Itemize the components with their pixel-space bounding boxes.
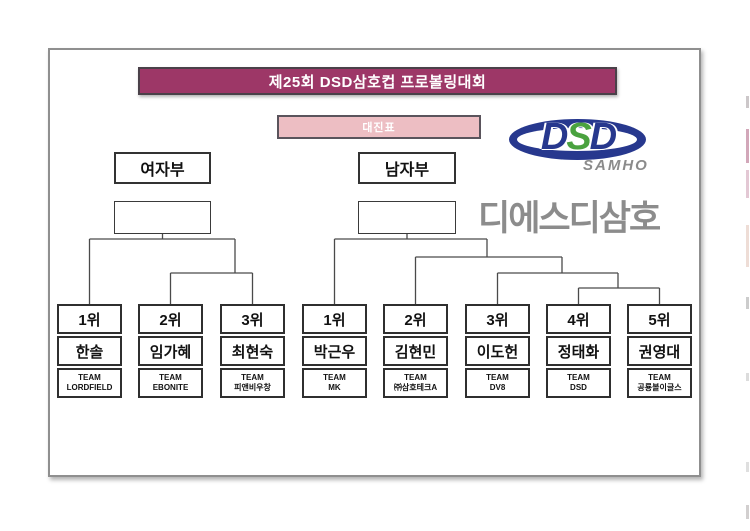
division-women-winner-slot <box>114 201 211 234</box>
team-cell: TEAM MK <box>302 368 367 398</box>
entry-box: 1위 박근우 TEAM MK <box>302 304 367 398</box>
company-name: 디에스디삼호 <box>478 199 661 238</box>
team-cell: TEAM ㈜삼호테크A <box>383 368 448 398</box>
dsd-logo-letters: DSD <box>506 114 650 160</box>
team-cell: TEAM DSD <box>546 368 611 398</box>
entry-box: 5위 권영대 TEAM 공룡볼이글스 <box>627 304 692 398</box>
team-cell: TEAM DV8 <box>465 368 530 398</box>
rank-cell: 2위 <box>383 304 448 334</box>
entry-box: 3위 이도헌 TEAM DV8 <box>465 304 530 398</box>
player-name-cell: 임가혜 <box>138 336 203 366</box>
division-men-winner-slot <box>358 201 456 234</box>
logo-letter-d1: D <box>540 116 568 158</box>
team-cell: TEAM EBONITE <box>138 368 203 398</box>
rank-cell: 3위 <box>220 304 285 334</box>
entry-box: 1위 한솔 TEAM LORDFIELD <box>57 304 122 398</box>
player-name-cell: 이도헌 <box>465 336 530 366</box>
player-name-cell: 한솔 <box>57 336 122 366</box>
player-name-cell: 박근우 <box>302 336 367 366</box>
rank-cell: 4위 <box>546 304 611 334</box>
logo-samho-label: SAMHO <box>583 157 649 174</box>
player-name-cell: 최현숙 <box>220 336 285 366</box>
rank-cell: 5위 <box>627 304 692 334</box>
dsd-logo-lens <box>517 128 637 151</box>
rank-cell: 1위 <box>302 304 367 334</box>
edge-artifact <box>746 505 749 519</box>
edge-artifact <box>746 297 749 309</box>
rank-cell: 2위 <box>138 304 203 334</box>
player-name-cell: 김현민 <box>383 336 448 366</box>
entry-box: 4위 정태화 TEAM DSD <box>546 304 611 398</box>
division-women-label: 여자부 <box>140 162 185 179</box>
edge-artifact <box>746 225 749 267</box>
logo-letter-d2: D <box>589 116 617 158</box>
edge-artifact <box>746 96 749 108</box>
player-name-cell: 정태화 <box>546 336 611 366</box>
title-banner: 제25회 DSD삼호컵 프로볼링대회 <box>138 67 617 95</box>
rank-cell: 3위 <box>465 304 530 334</box>
entry-box: 3위 최현숙 TEAM 피앤비우창 <box>220 304 285 398</box>
edge-artifact <box>746 129 749 163</box>
edge-artifact <box>746 170 749 198</box>
dsd-logo-oval <box>509 119 646 160</box>
division-women-box: 여자부 <box>114 152 211 184</box>
rank-cell: 1위 <box>57 304 122 334</box>
player-name-cell: 권영대 <box>627 336 692 366</box>
entry-box: 2위 김현민 TEAM ㈜삼호테크A <box>383 304 448 398</box>
edge-artifact <box>746 373 749 381</box>
team-cell: TEAM 공룡볼이글스 <box>627 368 692 398</box>
team-cell: TEAM LORDFIELD <box>57 368 122 398</box>
logo-letter-s: S <box>566 116 591 158</box>
subtitle-text: 대진표 <box>362 122 396 134</box>
title-text: 제25회 DSD삼호컵 프로볼링대회 <box>268 73 487 91</box>
subtitle-box: 대진표 <box>277 115 481 139</box>
division-men-label: 남자부 <box>384 162 430 179</box>
entry-box: 2위 임가혜 TEAM EBONITE <box>138 304 203 398</box>
edge-artifact <box>746 462 749 472</box>
division-men-box: 남자부 <box>358 152 456 184</box>
team-cell: TEAM 피앤비우창 <box>220 368 285 398</box>
bracket-frame <box>48 48 701 477</box>
